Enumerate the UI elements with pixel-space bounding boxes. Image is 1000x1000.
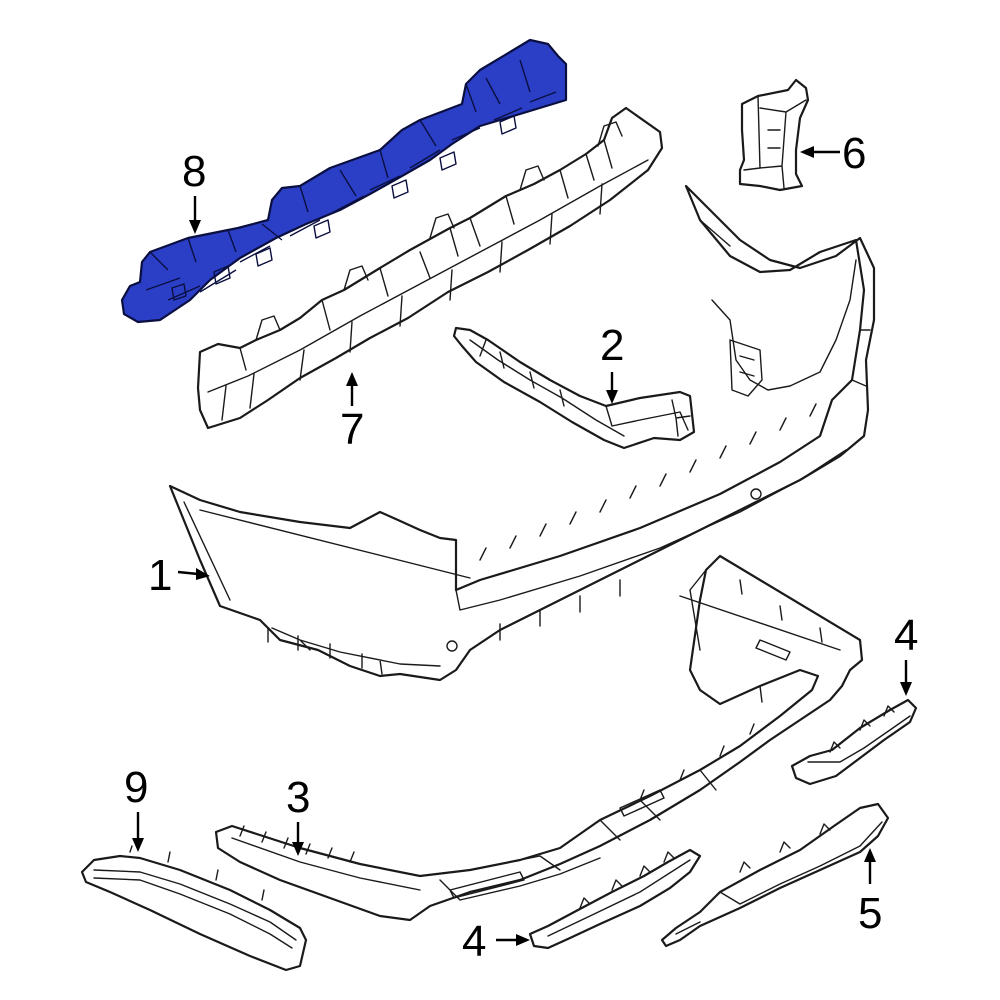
arrow-5 bbox=[864, 848, 876, 862]
part-9-edges bbox=[93, 845, 297, 949]
callout-4-right: 4 bbox=[894, 611, 918, 660]
arrow-3 bbox=[292, 842, 304, 856]
part-2-side-bracket[interactable] bbox=[452, 326, 696, 450]
callout-3: 3 bbox=[286, 773, 310, 822]
arrow-7 bbox=[346, 372, 358, 386]
part-7-reinforcement[interactable] bbox=[196, 106, 664, 430]
part-1-bumper-cover[interactable] bbox=[168, 184, 876, 682]
arrow-4a bbox=[900, 682, 912, 696]
arrow-8 bbox=[189, 220, 201, 234]
part-9-body bbox=[80, 854, 308, 972]
arrow-9 bbox=[132, 838, 144, 852]
part-1-lower-tabs bbox=[267, 579, 621, 669]
part-8-pockets bbox=[171, 115, 517, 301]
arrow-1 bbox=[196, 568, 210, 580]
callout-9: 9 bbox=[124, 763, 148, 812]
part-8-ribs bbox=[145, 59, 557, 301]
part-1-sensor-right bbox=[750, 488, 762, 500]
part-4-bottom-body bbox=[528, 848, 702, 950]
part-6-edges bbox=[743, 95, 807, 189]
part-6-bracket[interactable] bbox=[738, 78, 810, 192]
part-4-trim-bottom[interactable] bbox=[528, 848, 702, 950]
part-1-inner-lines bbox=[183, 219, 871, 675]
part-5-trim[interactable] bbox=[660, 802, 890, 948]
part-2-edges bbox=[469, 339, 691, 437]
callout-2: 2 bbox=[600, 321, 624, 370]
part-5-edges bbox=[675, 821, 883, 935]
part-7-tabs bbox=[255, 121, 623, 341]
part-7-ribs bbox=[207, 139, 649, 421]
part-4-right-clips bbox=[807, 705, 911, 763]
part-4-right-body bbox=[790, 698, 918, 786]
part-8-body bbox=[120, 38, 568, 324]
arrow-4b bbox=[516, 934, 530, 946]
callout-5: 5 bbox=[858, 889, 882, 938]
part-8-energy-absorber[interactable] bbox=[120, 38, 568, 324]
part-2-body bbox=[452, 326, 696, 450]
part-3-edges bbox=[231, 569, 841, 901]
part-1-pocket bbox=[729, 339, 763, 397]
callouts: 1 2 3 4 4 5 6 7 8 9 bbox=[124, 129, 918, 966]
part-3-clips bbox=[239, 723, 755, 863]
callout-7: 7 bbox=[340, 405, 364, 454]
part-3-slots bbox=[449, 639, 791, 899]
part-1-clips bbox=[479, 403, 817, 561]
part-1-sensor-left bbox=[446, 640, 458, 652]
callout-6: 6 bbox=[842, 129, 866, 178]
callout-1: 1 bbox=[148, 551, 172, 600]
arrow-6 bbox=[800, 146, 814, 158]
callout-4-bottom: 4 bbox=[462, 917, 486, 966]
part-3-body bbox=[214, 554, 864, 922]
leaders bbox=[132, 146, 912, 946]
arrow-2 bbox=[606, 390, 618, 404]
part-1-body bbox=[168, 184, 876, 682]
part-4-trim-right[interactable] bbox=[790, 698, 918, 786]
part-4-bottom-clips bbox=[547, 851, 691, 937]
callout-8: 8 bbox=[182, 147, 206, 196]
part-9-reflector[interactable] bbox=[80, 845, 308, 972]
leader-1 bbox=[177, 570, 199, 576]
part-6-body bbox=[738, 78, 810, 192]
part-3-lower-valance[interactable] bbox=[214, 554, 864, 922]
